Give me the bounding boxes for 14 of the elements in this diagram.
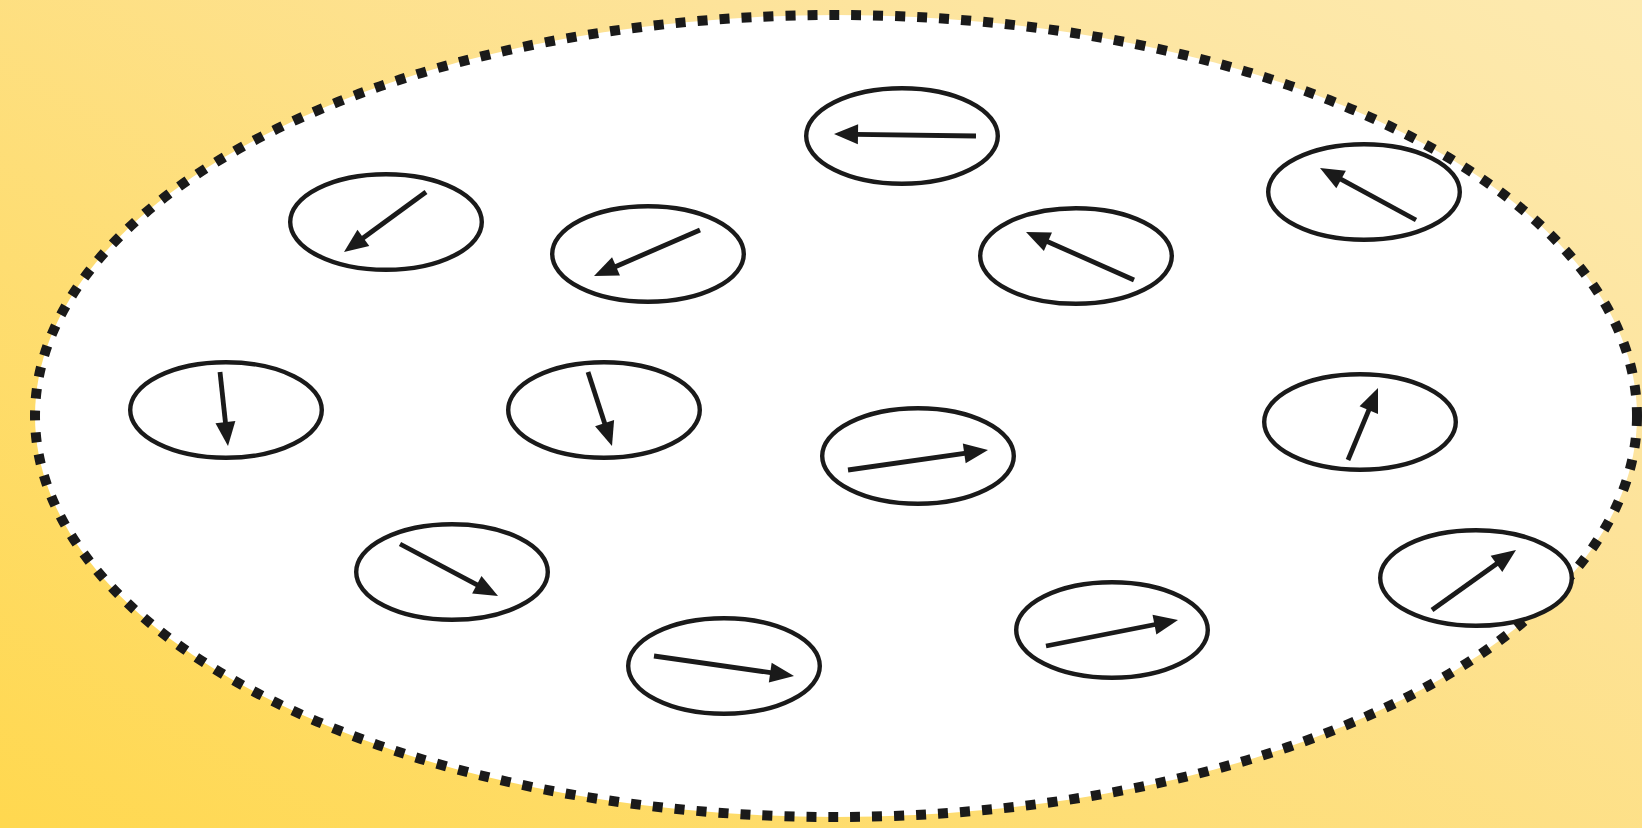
domain-ellipse (506, 360, 702, 460)
domain-ellipse (1014, 580, 1210, 680)
domain-ellipse (550, 204, 746, 304)
domain-ellipse (1266, 142, 1462, 242)
domain-ellipse (804, 86, 1000, 186)
domain-ellipse (820, 406, 1016, 506)
domain-ellipse (1378, 528, 1574, 628)
domain-ellipse (626, 616, 822, 716)
domain-ellipse (978, 206, 1174, 306)
dotted-boundary-ellipse (30, 10, 1642, 822)
domain-ellipse (128, 360, 324, 460)
domain-ellipse (354, 522, 550, 622)
domain-ellipse (1262, 372, 1458, 472)
domain-ellipse (288, 172, 484, 272)
